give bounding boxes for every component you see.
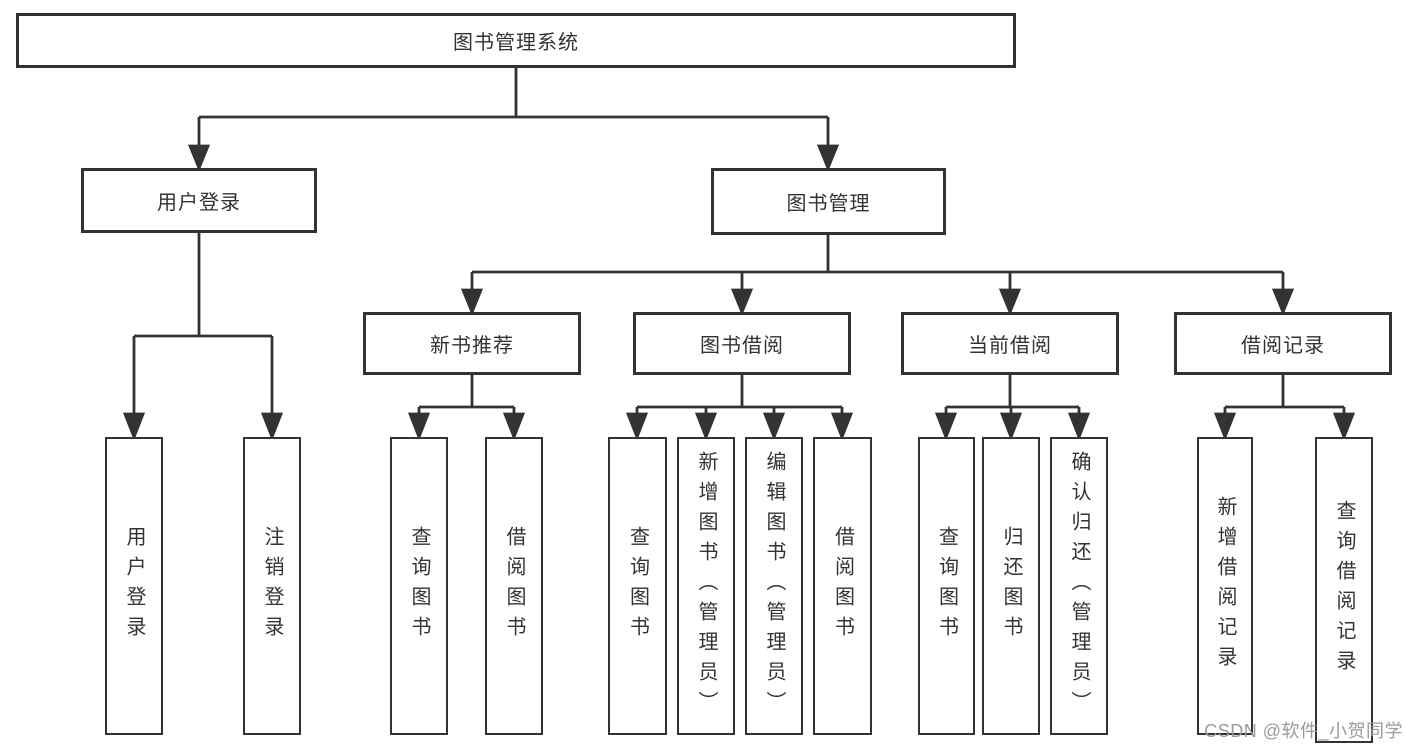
node-book-borrowing: 图书借阅 bbox=[633, 312, 851, 375]
leaf-label: 查询图书 bbox=[626, 526, 649, 646]
node-label: 当前借阅 bbox=[968, 335, 1052, 357]
arrowhead-icon bbox=[762, 412, 786, 441]
leaf-add-borrow-record: 新增借阅记录 bbox=[1197, 437, 1253, 735]
arrowhead-icon bbox=[830, 412, 854, 441]
leaf-label: 注销登录 bbox=[261, 526, 283, 646]
leaf-edit-books-admin: 编辑图书（管理员） bbox=[745, 437, 803, 735]
leaf-borrow-books-recommend: 借阅图书 bbox=[485, 437, 543, 735]
connector-book-management-to-level3 bbox=[460, 235, 1295, 316]
connector-current-borrowing-to-leaves bbox=[934, 375, 1091, 441]
arrowhead-icon bbox=[816, 144, 840, 172]
node-label: 图书管理 bbox=[786, 193, 871, 215]
leaf-user-login: 用户登录 bbox=[105, 437, 163, 735]
leaf-label: 编辑图书（管理员） bbox=[763, 451, 785, 721]
leaf-label: 查询图书 bbox=[935, 526, 958, 646]
node-label: 图书借阅 bbox=[700, 335, 784, 357]
node-label: 新书推荐 bbox=[430, 335, 514, 357]
node-current-borrowing: 当前借阅 bbox=[901, 312, 1119, 375]
watermark: CSDN @软件_小贺同学 bbox=[1204, 721, 1403, 741]
arrowhead-icon bbox=[187, 144, 211, 172]
arrowhead-icon bbox=[407, 412, 431, 441]
leaf-query-books-recommend: 查询图书 bbox=[390, 437, 448, 735]
leaf-label: 归还图书 bbox=[1000, 526, 1022, 646]
arrowhead-icon bbox=[1271, 288, 1295, 316]
node-new-book-recommendation: 新书推荐 bbox=[363, 312, 581, 375]
leaf-query-borrow-record: 查询借阅记录 bbox=[1315, 437, 1373, 743]
arrowhead-icon bbox=[460, 288, 484, 316]
arrowhead-icon bbox=[998, 288, 1022, 316]
leaf-logout: 注销登录 bbox=[243, 437, 301, 735]
leaf-label: 新增借阅记录 bbox=[1214, 496, 1236, 676]
arrowhead-icon bbox=[694, 412, 718, 441]
node-label: 借阅记录 bbox=[1241, 335, 1325, 357]
arrowhead-icon bbox=[999, 412, 1023, 441]
arrowhead-icon bbox=[1067, 412, 1091, 441]
leaf-add-books-admin: 新增图书（管理员） bbox=[677, 437, 735, 735]
connector-root-to-level2 bbox=[187, 68, 840, 172]
node-book-management: 图书管理 bbox=[711, 168, 946, 235]
leaf-query-books-borrowing: 查询图书 bbox=[608, 437, 667, 735]
leaf-label: 查询图书 bbox=[408, 526, 430, 646]
leaf-query-books-current: 查询图书 bbox=[918, 437, 975, 735]
connector-user-login-to-leaves bbox=[122, 233, 284, 441]
connector-new-book-recommendation-to-leaves bbox=[407, 375, 526, 441]
node-label: 图书管理系统 bbox=[453, 32, 579, 54]
leaf-label: 查询借阅记录 bbox=[1333, 500, 1355, 680]
leaf-label: 确认归还（管理员） bbox=[1068, 451, 1090, 721]
connector-borrowing-records-to-leaves bbox=[1213, 375, 1356, 441]
leaf-label: 借阅图书 bbox=[831, 526, 854, 646]
node-label: 用户登录 bbox=[157, 192, 241, 214]
arrowhead-icon bbox=[122, 412, 146, 441]
arrowhead-icon bbox=[1213, 412, 1237, 441]
connector-book-borrowing-to-leaves bbox=[625, 375, 854, 441]
leaf-borrow-books: 借阅图书 bbox=[813, 437, 872, 735]
arrowhead-icon bbox=[934, 412, 958, 441]
leaf-label: 用户登录 bbox=[123, 526, 145, 646]
leaf-label: 借阅图书 bbox=[503, 526, 525, 646]
leaf-return-books: 归还图书 bbox=[982, 437, 1040, 735]
arrowhead-icon bbox=[502, 412, 526, 441]
arrowhead-icon bbox=[625, 412, 649, 441]
leaf-confirm-return-admin: 确认归还（管理员） bbox=[1050, 437, 1108, 735]
arrowhead-icon bbox=[260, 412, 284, 441]
arrowhead-icon bbox=[730, 288, 754, 316]
node-library-management-system: 图书管理系统 bbox=[16, 13, 1016, 68]
node-user-login: 用户登录 bbox=[81, 168, 317, 233]
node-borrowing-records: 借阅记录 bbox=[1174, 312, 1392, 375]
arrowhead-icon bbox=[1332, 412, 1356, 441]
leaf-label: 新增图书（管理员） bbox=[695, 451, 717, 721]
